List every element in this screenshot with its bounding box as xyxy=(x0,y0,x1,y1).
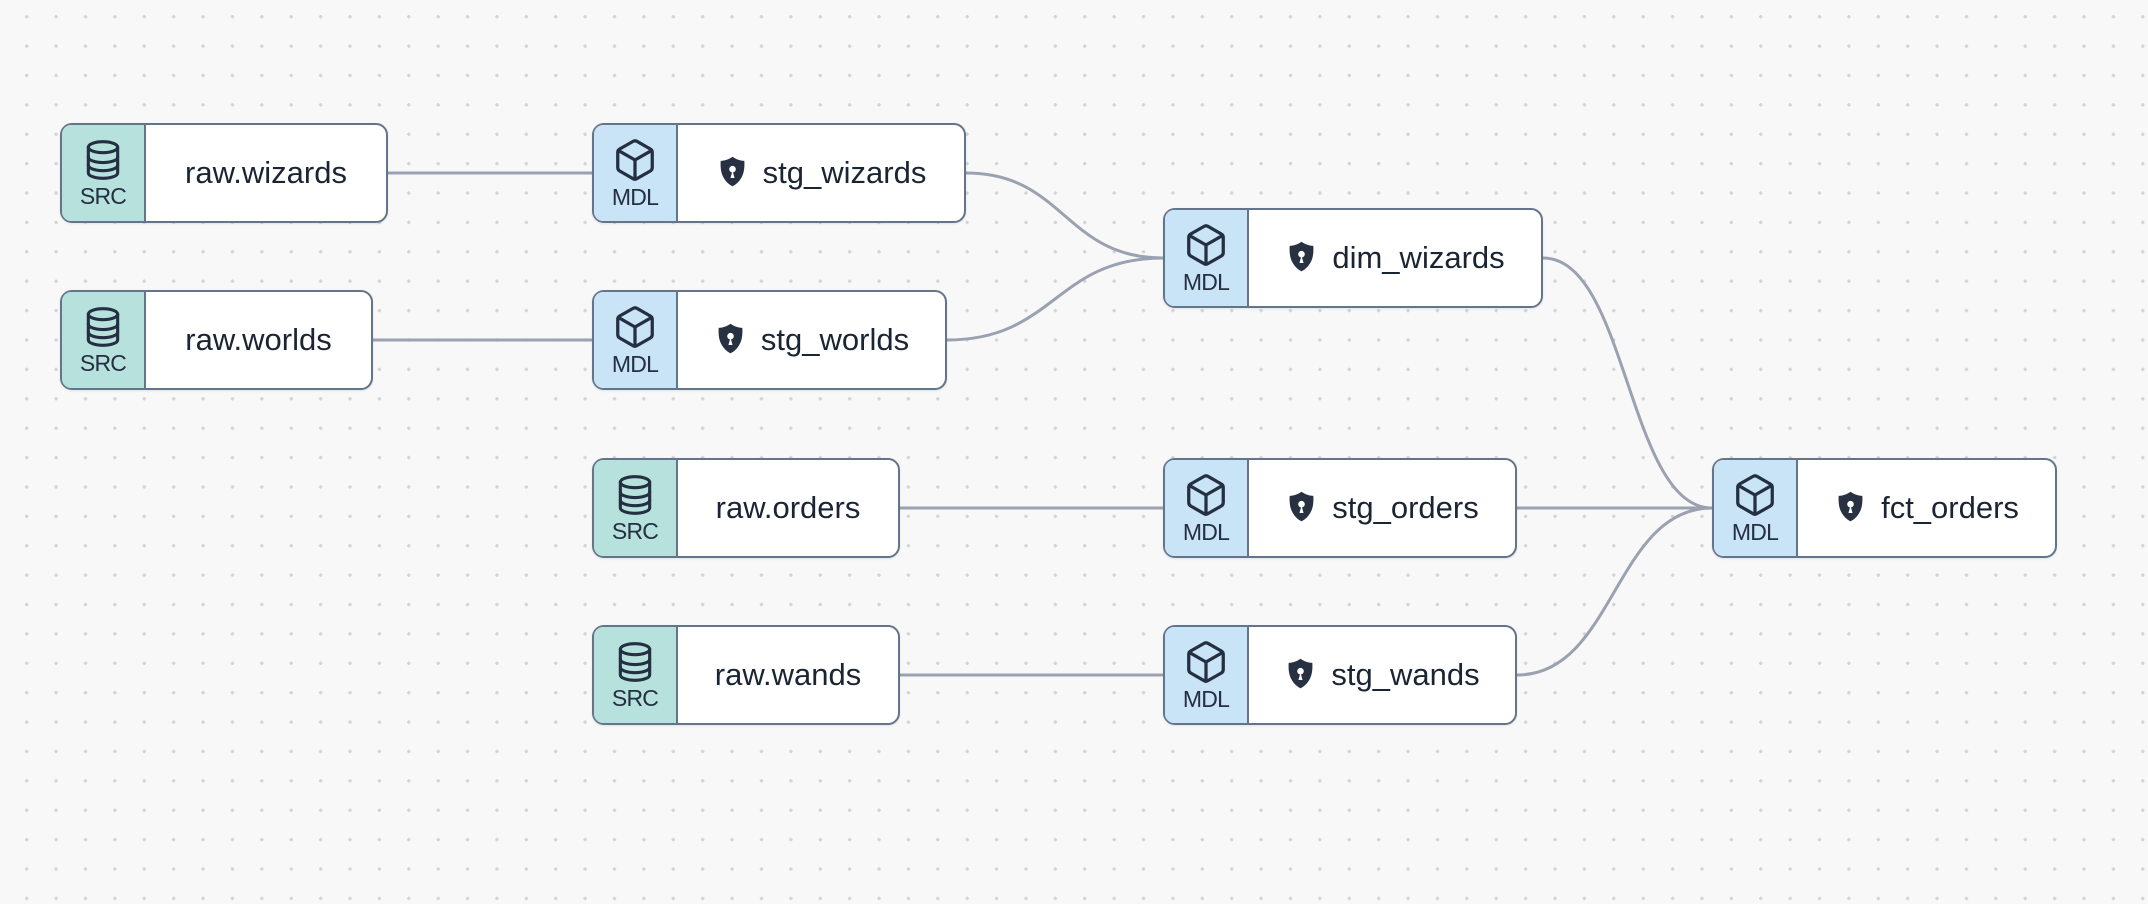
node-type-badge: SRC xyxy=(62,292,146,388)
node-raw_wands[interactable]: SRC raw.wands xyxy=(592,625,900,725)
node-title: raw.wands xyxy=(714,657,862,692)
node-body: stg_orders xyxy=(1249,460,1515,556)
node-type-label: MDL xyxy=(1182,519,1230,545)
shield-lock-icon xyxy=(1285,490,1318,526)
node-type-badge: MDL xyxy=(1165,210,1249,306)
node-type-label: MDL xyxy=(1182,686,1230,712)
node-dim_wizards[interactable]: MDL dim_wizards xyxy=(1163,208,1543,308)
shield-lock-icon xyxy=(1285,240,1318,276)
node-body: stg_wizards xyxy=(678,125,964,221)
node-stg_worlds[interactable]: MDL stg_worlds xyxy=(592,290,947,390)
node-title: raw.wizards xyxy=(185,155,347,190)
node-title: raw.orders xyxy=(715,490,861,525)
node-stg_orders[interactable]: MDL stg_orders xyxy=(1163,458,1517,558)
node-type-badge: SRC xyxy=(62,125,146,221)
node-raw_wizards[interactable]: SRC raw.wizards xyxy=(60,123,388,223)
node-type-label: SRC xyxy=(79,183,127,209)
node-body: raw.wizards xyxy=(146,125,386,221)
cube-icon xyxy=(1183,639,1229,685)
cube-icon xyxy=(1183,472,1229,518)
node-raw_worlds[interactable]: SRC raw.worlds xyxy=(60,290,373,390)
node-type-badge: SRC xyxy=(594,627,678,723)
node-type-badge: MDL xyxy=(1165,460,1249,556)
node-title: stg_wands xyxy=(1331,657,1480,692)
node-type-badge: MDL xyxy=(1714,460,1798,556)
node-title: stg_worlds xyxy=(760,322,910,357)
cube-icon xyxy=(612,137,658,183)
node-body: stg_worlds xyxy=(678,292,945,388)
node-title: fct_orders xyxy=(1881,490,2019,525)
node-title: stg_wizards xyxy=(762,155,927,190)
edge-dim_wizards-to-fct_orders xyxy=(1541,256,1714,510)
node-type-label: MDL xyxy=(1182,269,1230,295)
edge-stg_worlds-to-dim_wizards xyxy=(945,256,1165,342)
shield-lock-icon xyxy=(714,322,747,358)
node-type-badge: MDL xyxy=(594,125,678,221)
node-body: raw.orders xyxy=(678,460,898,556)
node-type-badge: SRC xyxy=(594,460,678,556)
node-body: dim_wizards xyxy=(1249,210,1541,306)
cube-icon xyxy=(1183,222,1229,268)
node-stg_wands[interactable]: MDL stg_wands xyxy=(1163,625,1517,725)
node-type-label: MDL xyxy=(611,351,659,377)
node-type-label: SRC xyxy=(79,350,127,376)
node-title: dim_wizards xyxy=(1332,240,1505,275)
node-body: raw.wands xyxy=(678,627,898,723)
node-body: raw.worlds xyxy=(146,292,371,388)
node-type-badge: MDL xyxy=(1165,627,1249,723)
shield-lock-icon xyxy=(1284,657,1317,693)
edge-stg_wizards-to-dim_wizards xyxy=(964,171,1165,260)
edge-stg_wands-to-fct_orders xyxy=(1515,506,1714,677)
node-type-label: MDL xyxy=(1731,519,1779,545)
shield-lock-icon xyxy=(716,155,749,191)
database-icon xyxy=(81,305,125,349)
node-type-label: SRC xyxy=(611,518,659,544)
node-title: raw.worlds xyxy=(185,322,332,357)
database-icon xyxy=(81,138,125,182)
node-type-badge: MDL xyxy=(594,292,678,388)
shield-lock-icon xyxy=(1834,490,1867,526)
node-title: stg_orders xyxy=(1332,490,1479,525)
node-raw_orders[interactable]: SRC raw.orders xyxy=(592,458,900,558)
cube-icon xyxy=(612,304,658,350)
database-icon xyxy=(613,473,657,517)
cube-icon xyxy=(1732,472,1778,518)
node-fct_orders[interactable]: MDL fct_orders xyxy=(1712,458,2057,558)
node-body: fct_orders xyxy=(1798,460,2055,556)
node-type-label: SRC xyxy=(611,685,659,711)
node-body: stg_wands xyxy=(1249,627,1515,723)
database-icon xyxy=(613,640,657,684)
node-stg_wizards[interactable]: MDL stg_wizards xyxy=(592,123,966,223)
node-type-label: MDL xyxy=(611,184,659,210)
